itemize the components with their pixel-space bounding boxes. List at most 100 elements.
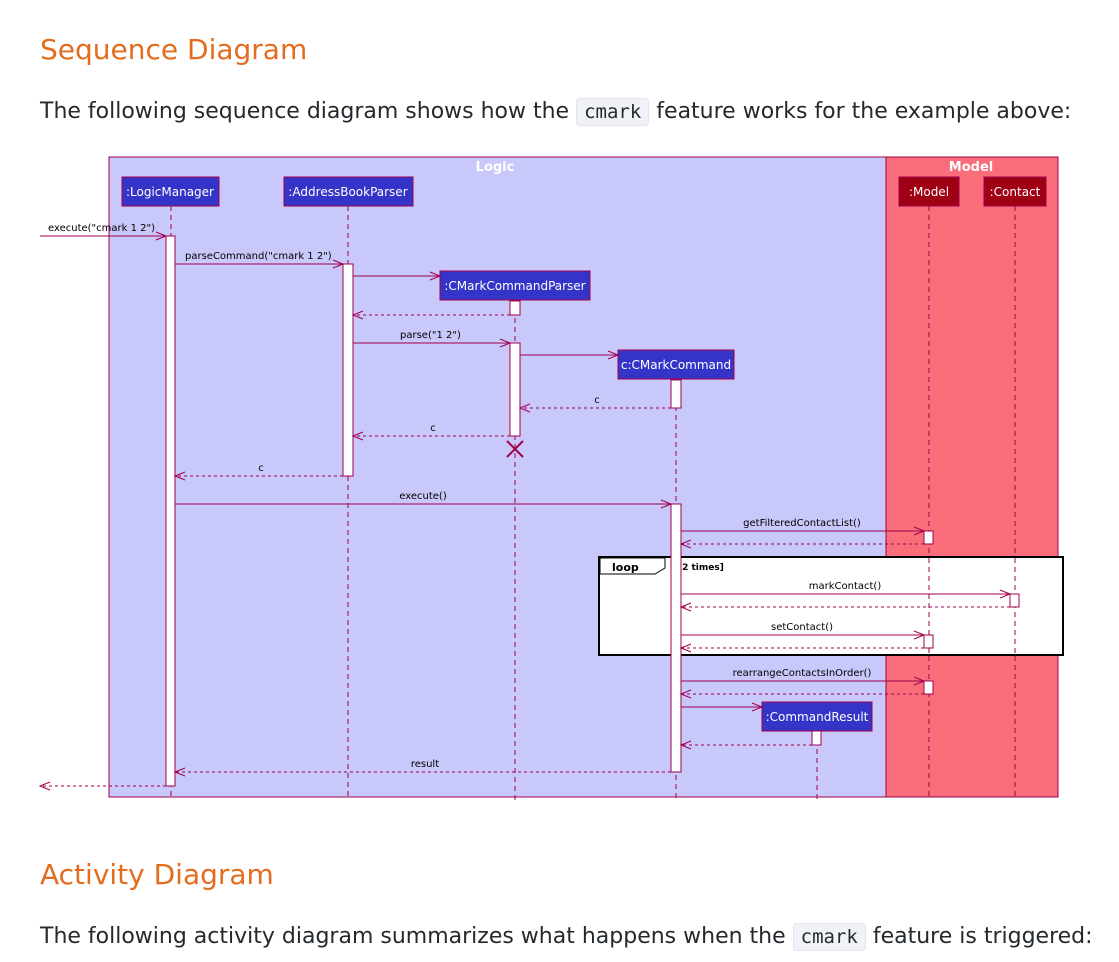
message-8: c: [173, 463, 343, 481]
activation-cmarkcommand-execute: [670, 503, 682, 773]
message-0: execute("cmark 1 2"): [40, 223, 168, 241]
message-label: setContact(): [771, 622, 833, 633]
arrow-head: [499, 338, 512, 348]
message-5: [520, 350, 620, 360]
arrow-head: [751, 702, 764, 712]
message-19: [679, 740, 812, 750]
participant-logicmanager: :LogicManager: [121, 176, 220, 207]
messages: execute("cmark 1 2") parseCommand("cmark …: [38, 223, 1012, 791]
intro-text-part: feature works for the example above:: [649, 99, 1072, 124]
message-11: [679, 539, 924, 549]
message-1: parseCommand("cmark 1 2"): [175, 251, 345, 269]
activation-commandresult: [811, 730, 822, 746]
arrow-head: [332, 259, 345, 269]
message-label: rearrangeContactsInOrder(): [733, 668, 872, 679]
message-label: c: [430, 423, 436, 434]
arrow-head: [679, 602, 692, 612]
arrow-head: [429, 271, 442, 281]
intro-text-part: The following sequence diagram shows how…: [40, 99, 577, 124]
loop-fragment: [598, 556, 1064, 656]
message-label: execute("cmark 1 2"): [48, 223, 155, 234]
participant-label: c:CMarkCommand: [621, 358, 731, 372]
participant-model: :Model: [898, 176, 960, 207]
message-21: [38, 781, 166, 791]
section-heading-activity: Activity Diagram: [40, 858, 274, 891]
destroy-mark-b: [506, 440, 524, 458]
message-7: c: [351, 423, 510, 441]
message-18: [681, 702, 764, 712]
model-group-box: [885, 156, 1059, 798]
loop-tab: [599, 557, 666, 575]
intro-text-part: The following activity diagram summarize…: [40, 924, 793, 949]
logic-group-label: Logic: [476, 160, 515, 175]
loop-keyword: loop: [612, 561, 639, 574]
message-6: c: [518, 395, 671, 413]
participant-label: :Contact: [990, 185, 1041, 199]
message-label: c: [594, 395, 600, 406]
inline-code-cmark: cmark: [792, 923, 866, 951]
message-label: getFilteredContactList(): [743, 518, 861, 529]
message-12: markContact(): [681, 581, 1012, 599]
activation-cmarkcommandparser-create: [509, 300, 521, 316]
arrow-head: [607, 350, 620, 360]
participant-addressbookparser: :AddressBookParser: [283, 176, 414, 207]
model-group-label: Model: [949, 160, 993, 175]
arrow-head: [679, 539, 692, 549]
arrow-head: [173, 471, 186, 481]
activity-intro-text: The following activity diagram summarize…: [40, 922, 1093, 952]
message-label: c: [258, 463, 264, 474]
arrow-head: [679, 740, 692, 750]
arrow-head: [999, 589, 1012, 599]
arrow-head: [173, 767, 186, 777]
message-10: getFilteredContactList(): [681, 518, 926, 536]
arrow-head: [38, 781, 51, 791]
message-4: parse("1 2"): [353, 330, 512, 348]
activation-model-1: [923, 530, 934, 545]
message-13: [679, 602, 1010, 612]
activation-cmarkcommandparser-parse: [509, 342, 521, 437]
inline-code-cmark: cmark: [576, 98, 650, 126]
activation-model-2: [923, 634, 934, 649]
loop-guard: [2 times]: [678, 563, 724, 573]
message-17: [679, 689, 924, 699]
message-3: [351, 310, 510, 320]
participant-commandresult: :CommandResult: [761, 701, 873, 732]
activation-model-3: [923, 680, 934, 695]
participant-label: :CMarkCommandParser: [444, 279, 585, 293]
activation-contact-1: [1009, 593, 1020, 608]
participant-cmarkcommand: c:CMarkCommand: [617, 349, 735, 380]
message-label: parseCommand("cmark 1 2"): [185, 251, 332, 262]
message-20: result: [173, 759, 671, 777]
arrow-head: [913, 630, 926, 640]
message-14: setContact(): [681, 622, 926, 640]
participant-label: :Model: [909, 185, 949, 199]
arrow-head: [913, 676, 926, 686]
arrow-head: [913, 526, 926, 536]
message-16: rearrangeContactsInOrder(): [681, 668, 926, 686]
intro-text-part: feature is triggered:: [865, 924, 1093, 949]
arrow-head: [351, 431, 364, 441]
arrow-head: [155, 231, 168, 241]
section-heading-sequence: Sequence Diagram: [40, 33, 308, 66]
message-9: execute(): [175, 491, 673, 509]
message-label: parse("1 2"): [400, 330, 461, 341]
arrow-head: [679, 643, 692, 653]
participant-label: :CommandResult: [766, 710, 869, 724]
message-15: [679, 643, 924, 653]
participant-cmarkcommandparser: :CMarkCommandParser: [439, 270, 591, 301]
message-2: [353, 271, 442, 281]
participant-contact: :Contact: [983, 176, 1047, 207]
arrow-head: [351, 310, 364, 320]
message-label: result: [411, 759, 439, 770]
message-label: execute(): [399, 491, 447, 502]
participant-label: :LogicManager: [126, 185, 214, 199]
activation-cmarkcommand-create: [670, 379, 682, 409]
message-label: markContact(): [809, 581, 882, 592]
activation-logicmanager: [165, 235, 176, 787]
arrow-head: [660, 499, 673, 509]
arrow-head: [518, 403, 531, 413]
participant-label: :AddressBookParser: [288, 185, 407, 199]
arrow-head: [679, 689, 692, 699]
sequence-intro-text: The following sequence diagram shows how…: [40, 97, 1071, 127]
